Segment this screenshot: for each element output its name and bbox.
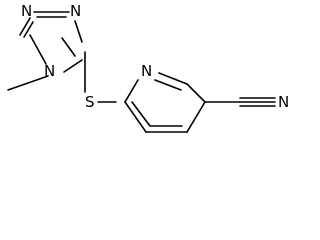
bond-c3-n4-double [61,37,76,57]
bond-n2-c3 [74,20,83,43]
bond-c6-c5 [186,83,206,103]
bond-methyl [7,75,49,91]
pyridine-ring [124,72,206,133]
bond-c3-c2 [124,101,147,133]
atom-label-pyridine-n: N [141,62,152,80]
bond-c3-n4 [63,59,83,73]
bond-c2-n [124,79,139,103]
bond-n-c6-inner [154,79,182,91]
bond-c5-n1-inner [23,21,34,38]
atom-label-nitrile-n: N [278,93,289,111]
bond-n-c6 [158,72,188,85]
triazole-ring [19,11,83,73]
bond-c5-c4 [186,101,206,133]
molecule-structure: N N N S N N [7,2,289,133]
atom-label-sulfur: S [85,93,95,111]
bond-c5-n1 [19,17,31,36]
atom-label-triazole-n1: N [21,2,32,20]
atom-label-triazole-n2: N [70,2,81,20]
bond-c3-c2-inner [131,101,151,127]
bond-n4-c5 [29,34,47,65]
atom-label-triazole-n4: N [44,62,55,80]
